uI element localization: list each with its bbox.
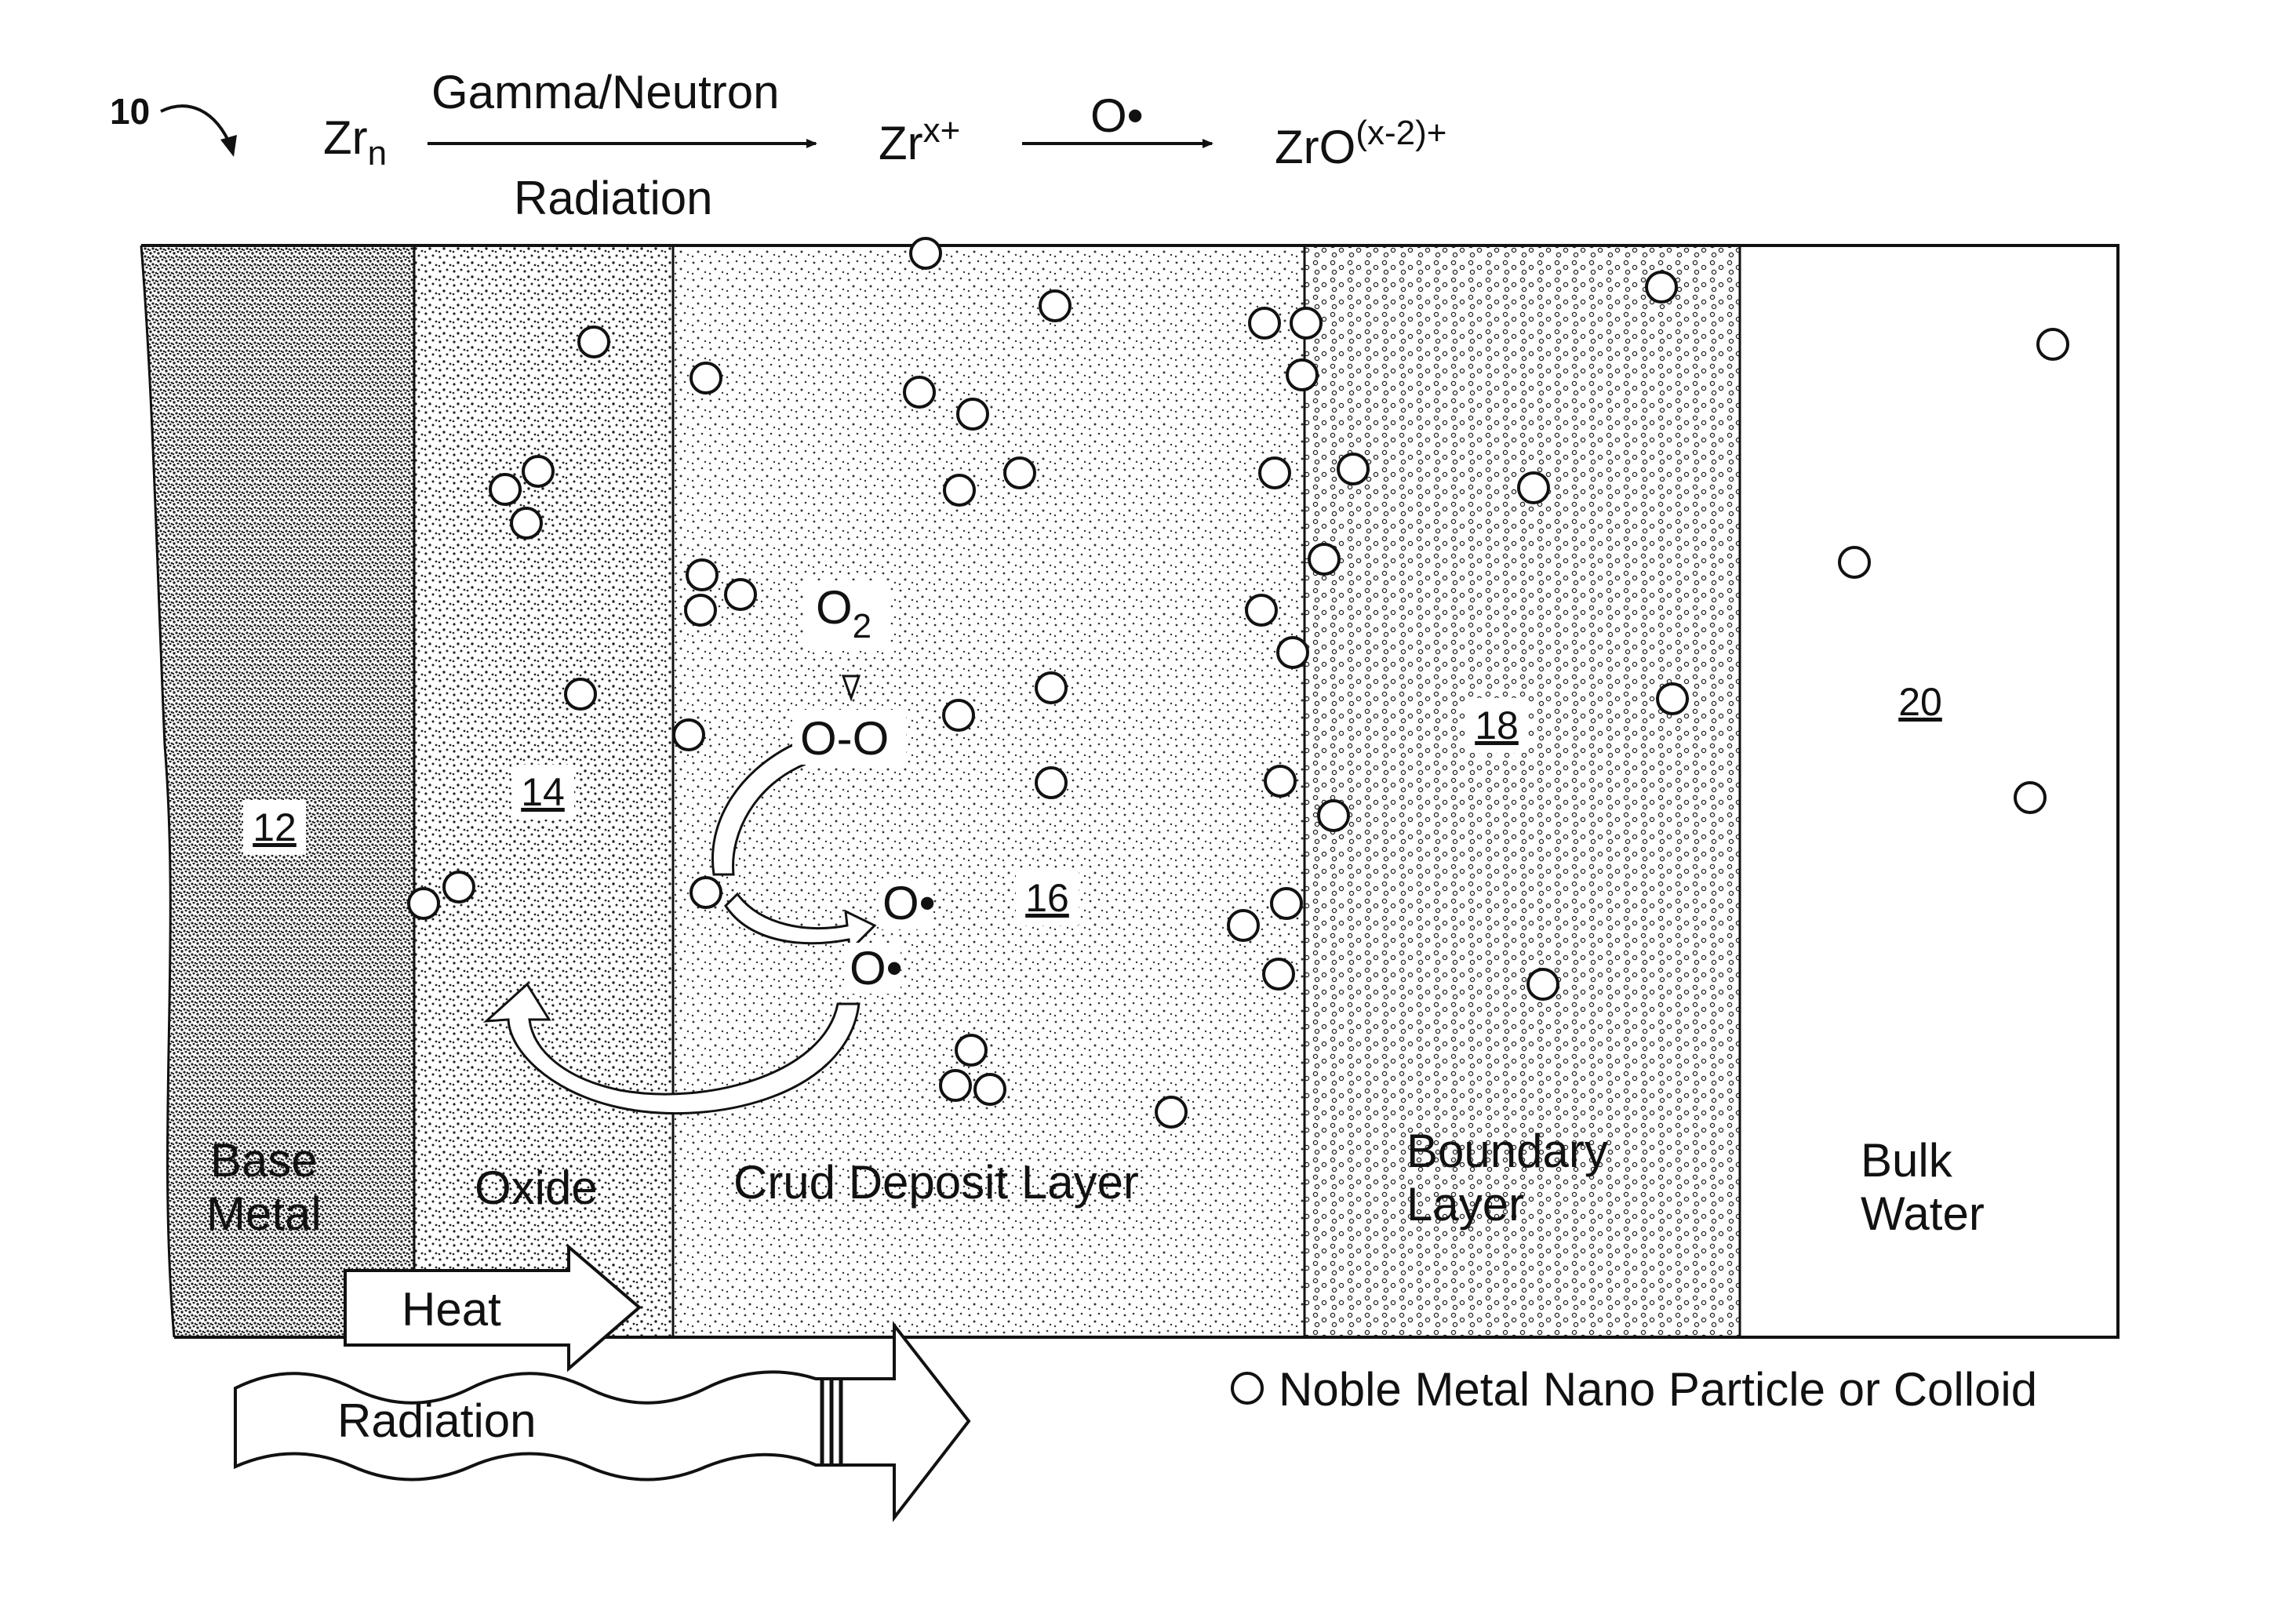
noble-metal-particle <box>1036 768 1066 798</box>
legend-particle-icon <box>1232 1373 1262 1403</box>
arrow1-bottom-label: Radiation <box>514 172 713 224</box>
reference-pointer <box>161 106 231 147</box>
arrow2-top-label: O• <box>1090 89 1144 142</box>
noble-metal-particle <box>1309 544 1339 574</box>
noble-metal-particle <box>975 1074 1005 1104</box>
noble-metal-particle <box>2038 329 2068 359</box>
noble-metal-particle <box>1265 766 1295 796</box>
noble-metal-particle <box>1036 673 1066 703</box>
noble-metal-particle <box>1260 458 1290 488</box>
reactant-zr: Zrn <box>323 111 387 173</box>
noble-metal-particle <box>1005 458 1035 488</box>
noble-metal-particle <box>1228 911 1258 940</box>
product-zro-ion: ZrO(x-2)+ <box>1275 114 1446 173</box>
bulk-water-name-line1: Bulk <box>1861 1134 1953 1187</box>
boundary-name-line2: Layer <box>1406 1178 1524 1231</box>
layer-12-number: 12 <box>253 805 297 849</box>
noble-metal-particle <box>726 580 755 609</box>
noble-metal-particle <box>511 508 541 538</box>
noble-metal-particle <box>1657 684 1687 714</box>
noble-metal-particle <box>1319 801 1348 831</box>
radiation-arrow-label: Radiation <box>337 1394 537 1447</box>
noble-metal-particle <box>1338 454 1368 484</box>
noble-metal-particle <box>1272 889 1301 918</box>
noble-metal-particle <box>1287 360 1317 390</box>
noble-metal-particle <box>523 456 553 486</box>
oxygen-radical-2: O• <box>850 942 903 994</box>
oo-label: O-O <box>800 712 889 765</box>
noble-metal-particle <box>674 720 704 750</box>
heat-arrow-label: Heat <box>402 1283 501 1336</box>
noble-metal-particle <box>1839 547 1869 577</box>
noble-metal-particle <box>490 474 520 504</box>
noble-metal-particle <box>691 363 721 393</box>
noble-metal-particle <box>579 327 609 357</box>
layer-20-number: 20 <box>1898 680 1942 724</box>
noble-metal-particle <box>1646 272 1676 302</box>
noble-metal-particle <box>1291 308 1321 338</box>
reference-pointer-head <box>220 135 237 157</box>
noble-metal-particle <box>1250 308 1279 338</box>
noble-metal-particle <box>1528 969 1558 999</box>
base-metal-name-line2: Metal <box>206 1187 322 1240</box>
noble-metal-particle <box>687 560 717 590</box>
noble-metal-particle <box>944 475 974 505</box>
noble-metal-particle <box>944 700 973 730</box>
noble-metal-particle <box>1264 959 1294 989</box>
noble-metal-particle <box>1040 291 1070 321</box>
legend-label: Noble Metal Nano Particle or Colloid <box>1279 1363 2037 1416</box>
layer-14-number: 14 <box>521 770 565 814</box>
oxide-name: Oxide <box>475 1162 598 1214</box>
reference-numeral: 10 <box>110 91 150 132</box>
noble-metal-particle <box>691 878 721 907</box>
base-metal-name-line1: Base <box>210 1134 318 1187</box>
noble-metal-particle <box>1156 1097 1186 1127</box>
noble-metal-particle <box>566 679 595 709</box>
noble-metal-particle <box>1278 638 1308 667</box>
noble-metal-particle <box>956 1035 986 1065</box>
reaction-scheme: Zrn Gamma/Neutron Radiation Zrx+ O• ZrO(… <box>323 66 1446 224</box>
boundary-name-line1: Boundary <box>1406 1125 1608 1177</box>
noble-metal-particle <box>958 399 988 429</box>
noble-metal-particle <box>686 595 715 625</box>
layer-16-number: 16 <box>1025 876 1069 920</box>
noble-metal-particle <box>911 238 941 268</box>
noble-metal-particle <box>2015 783 2045 813</box>
crud-deposit-name: Crud Deposit Layer <box>733 1156 1139 1209</box>
intermediate-zr-ion: Zrx+ <box>879 111 960 169</box>
layer-18-number: 18 <box>1475 704 1519 747</box>
oxygen-radical-1: O• <box>882 877 936 929</box>
noble-metal-particle <box>1519 473 1548 503</box>
noble-metal-particle <box>1246 595 1276 625</box>
arrow1-top-label: Gamma/Neutron <box>431 66 780 118</box>
noble-metal-particle <box>904 377 934 407</box>
noble-metal-particle <box>444 872 474 902</box>
noble-metal-particle <box>409 889 438 918</box>
bulk-water-name-line2: Water <box>1861 1187 1985 1240</box>
noble-metal-particle <box>941 1071 970 1100</box>
